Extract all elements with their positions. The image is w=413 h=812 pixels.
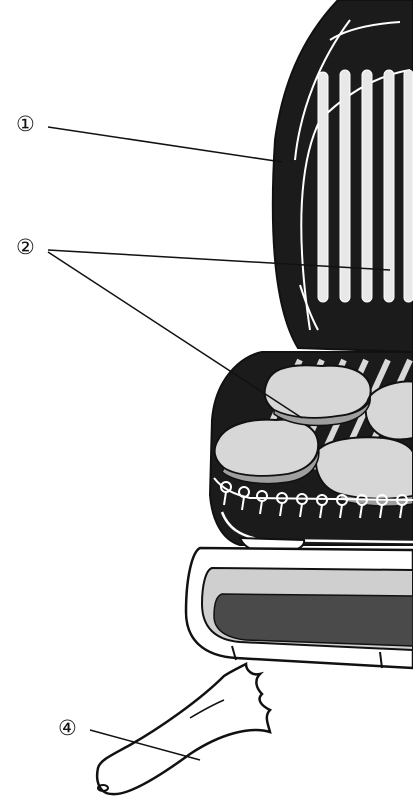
callout-1: ①: [16, 114, 35, 135]
lower-base: [210, 352, 413, 553]
leader-line-2b: [48, 252, 302, 418]
upper-lid: [273, 0, 413, 352]
leader-line-1: [48, 127, 282, 162]
spatula: [97, 664, 270, 794]
callout-2: ②: [16, 237, 35, 258]
drip-tray: [186, 548, 413, 668]
callout-4: ④: [58, 718, 77, 739]
